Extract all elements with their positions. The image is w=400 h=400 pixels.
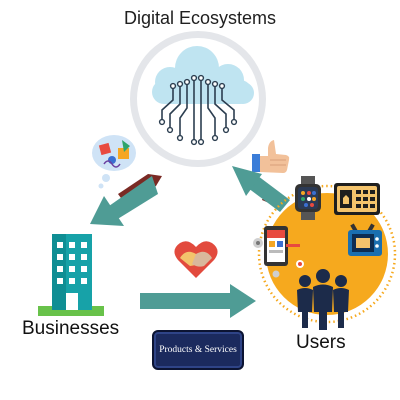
arrow-cloud-to-businesses — [90, 174, 162, 226]
building-icon — [38, 234, 104, 316]
handshake-heart-icon — [174, 241, 218, 278]
diagram-title: Digital Ecosystems — [123, 8, 277, 28]
arrow-businesses-to-users — [140, 284, 256, 318]
tablet-tv-icon — [348, 223, 382, 256]
businesses-label: Businesses — [22, 318, 120, 339]
users-label: Users — [296, 332, 346, 353]
smartwatch-icon — [295, 176, 321, 220]
users-circle — [257, 184, 397, 324]
products-services-label: Products & Services — [159, 345, 237, 355]
products-services-box: Products & Services — [152, 330, 244, 370]
users-group-icon — [297, 269, 349, 330]
chat-bubble-icon — [92, 135, 136, 189]
thumbs-up-icon — [252, 140, 290, 173]
arrow-users-to-cloud — [232, 166, 290, 212]
phone-shopping-icon — [253, 226, 304, 278]
keypad-icon — [334, 183, 380, 215]
cloud-circuit-icon — [130, 31, 266, 167]
